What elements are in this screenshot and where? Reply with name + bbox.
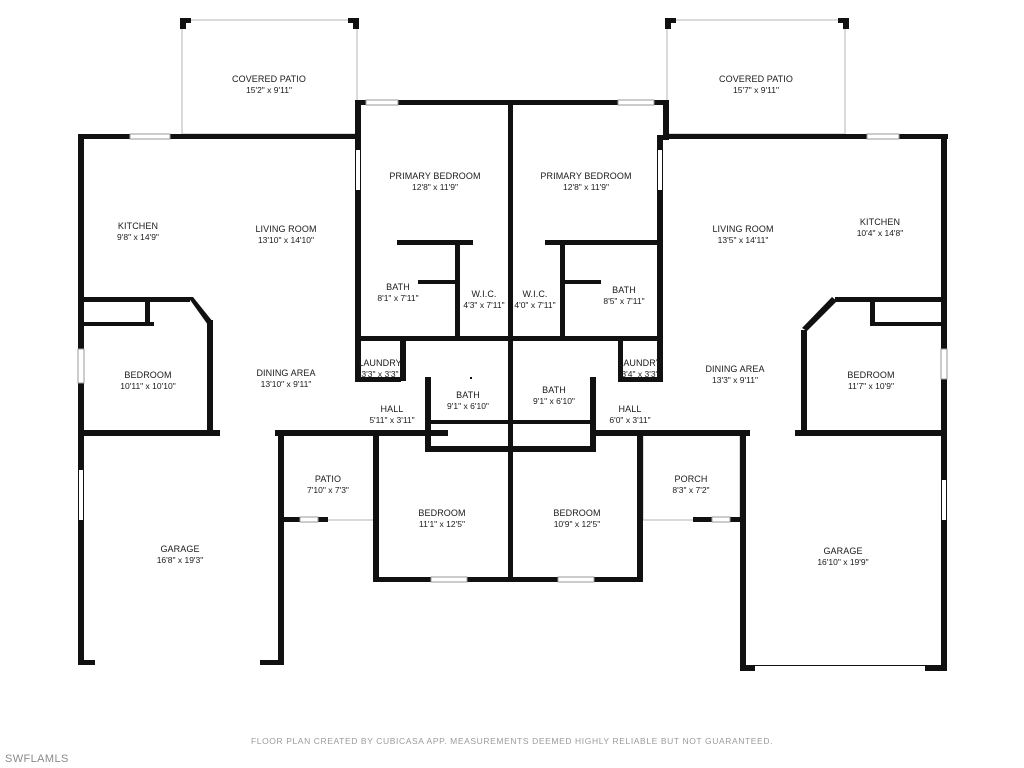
room-living-room-right: LIVING ROOM 13'5" x 14'11" — [712, 224, 773, 245]
svg-text:11'7" x 10'9": 11'7" x 10'9" — [848, 381, 894, 391]
svg-text:10'9" x 12'5": 10'9" x 12'5" — [554, 519, 601, 529]
svg-text:W.I.C.: W.I.C. — [471, 289, 496, 299]
room-bath-center-right: BATH 9'1" x 6'10" — [533, 385, 575, 406]
svg-text:PRIMARY BEDROOM: PRIMARY BEDROOM — [540, 171, 631, 181]
svg-text:15'2" x 9'11": 15'2" x 9'11" — [246, 85, 292, 95]
room-bath-center-left: BATH 9'1" x 6'10" — [447, 390, 489, 411]
svg-text:LAUNDRY: LAUNDRY — [618, 358, 662, 368]
svg-text:8'5" x 7'11": 8'5" x 7'11" — [603, 296, 644, 306]
windows — [77, 99, 948, 583]
svg-text:KITCHEN: KITCHEN — [860, 217, 900, 227]
svg-text:BATH: BATH — [542, 385, 566, 395]
room-hall-left: HALL 5'11" x 3'11" — [369, 404, 414, 425]
svg-text:6'0" x 3'11": 6'0" x 3'11" — [609, 415, 650, 425]
svg-text:LIVING ROOM: LIVING ROOM — [255, 224, 316, 234]
room-patio-small: PATIO 7'10" x 7'3" — [307, 474, 349, 495]
door-openings — [79, 150, 946, 671]
room-bath-left: BATH 8'1" x 7'11" — [377, 282, 418, 303]
svg-text:BATH: BATH — [386, 282, 410, 292]
svg-text:8'1" x 7'11": 8'1" x 7'11" — [377, 293, 418, 303]
room-wic-left: W.I.C. 4'3" x 7'11" — [463, 289, 504, 310]
svg-text:PRIMARY BEDROOM: PRIMARY BEDROOM — [389, 171, 480, 181]
room-bedroom-left: BEDROOM 10'11" x 10'10" — [120, 370, 175, 391]
svg-text:3'4" x 3'3": 3'4" x 3'3" — [621, 369, 658, 379]
room-living-room-left: LIVING ROOM 13'10" x 14'10" — [255, 224, 316, 245]
svg-text:9'8" x 14'9": 9'8" x 14'9" — [117, 232, 159, 242]
walls — [78, 100, 948, 671]
svg-text:11'1" x 12'5": 11'1" x 12'5" — [419, 519, 465, 529]
room-primary-bedroom-right: PRIMARY BEDROOM 12'8" x 11'9" — [540, 171, 631, 192]
room-garage-left: GARAGE 16'8" x 19'3" — [157, 544, 204, 565]
svg-text:LAUNDRY: LAUNDRY — [358, 358, 402, 368]
svg-text:3'3" x 3'3": 3'3" x 3'3" — [361, 369, 398, 379]
svg-text:BEDROOM: BEDROOM — [847, 370, 894, 380]
room-bedroom-front-right: BEDROOM 10'9" x 12'5" — [553, 508, 600, 529]
svg-text:9'1" x 6'10": 9'1" x 6'10" — [447, 401, 489, 411]
svg-text:BEDROOM: BEDROOM — [418, 508, 465, 518]
svg-text:W.I.C.: W.I.C. — [522, 289, 547, 299]
svg-text:16'8" x 19'3": 16'8" x 19'3" — [157, 555, 204, 565]
svg-text:16'10" x 19'9": 16'10" x 19'9" — [817, 557, 868, 567]
svg-text:PATIO: PATIO — [315, 474, 341, 484]
svg-text:BEDROOM: BEDROOM — [553, 508, 600, 518]
room-covered-patio-right: COVERED PATIO 15'7" x 9'11" — [719, 74, 793, 95]
room-kitchen-left: KITCHEN 9'8" x 14'9" — [117, 221, 159, 242]
room-porch: PORCH 8'3" x 7'2" — [672, 474, 709, 495]
svg-text:5'11" x 3'11": 5'11" x 3'11" — [369, 415, 414, 425]
svg-text:9'1" x 6'10": 9'1" x 6'10" — [533, 396, 575, 406]
svg-text:4'0" x 7'11": 4'0" x 7'11" — [514, 300, 555, 310]
room-hall-right: HALL 6'0" x 3'11" — [609, 404, 650, 425]
svg-text:BATH: BATH — [456, 390, 480, 400]
svg-text:13'5" x 14'11": 13'5" x 14'11" — [718, 235, 769, 245]
svg-text:KITCHEN: KITCHEN — [118, 221, 158, 231]
room-kitchen-right: KITCHEN 10'4" x 14'8" — [857, 217, 904, 238]
svg-text:13'3" x 9'11": 13'3" x 9'11" — [712, 375, 758, 385]
room-dining-right: DINING AREA 13'3" x 9'11" — [705, 364, 764, 385]
svg-text:HALL: HALL — [619, 404, 642, 414]
svg-text:GARAGE: GARAGE — [160, 544, 199, 554]
footer-note: FLOOR PLAN CREATED BY CUBICASA APP. MEAS… — [250, 736, 774, 746]
patio-posts — [180, 18, 849, 29]
svg-text:COVERED PATIO: COVERED PATIO — [719, 74, 793, 84]
svg-text:DINING AREA: DINING AREA — [705, 364, 764, 374]
room-bath-right: BATH 8'5" x 7'11" — [603, 285, 644, 306]
svg-text:15'7" x 9'11": 15'7" x 9'11" — [733, 85, 779, 95]
corner-walls — [188, 297, 837, 331]
room-laundry-right: LAUNDRY 3'4" x 3'3" — [618, 358, 662, 379]
room-primary-bedroom-left: PRIMARY BEDROOM 12'8" x 11'9" — [389, 171, 480, 192]
room-bedroom-front-left: BEDROOM 11'1" x 12'5" — [418, 508, 465, 529]
svg-text:13'10" x 14'10": 13'10" x 14'10" — [258, 235, 314, 245]
svg-text:COVERED PATIO: COVERED PATIO — [232, 74, 306, 84]
room-covered-patio-left: COVERED PATIO 15'2" x 9'11" — [232, 74, 306, 95]
svg-text:12'8" x 11'9": 12'8" x 11'9" — [563, 182, 609, 192]
svg-text:13'10" x 9'11": 13'10" x 9'11" — [261, 379, 312, 389]
room-labels: COVERED PATIO 15'2" x 9'11" COVERED PATI… — [117, 74, 903, 567]
svg-text:4'3" x 7'11": 4'3" x 7'11" — [463, 300, 504, 310]
svg-text:12'8" x 11'9": 12'8" x 11'9" — [412, 182, 458, 192]
room-garage-right: GARAGE 16'10" x 19'9" — [817, 546, 868, 567]
svg-text:PORCH: PORCH — [674, 474, 707, 484]
svg-text:DINING AREA: DINING AREA — [256, 368, 315, 378]
svg-text:LIVING ROOM: LIVING ROOM — [712, 224, 773, 234]
svg-text:8'3" x 7'2": 8'3" x 7'2" — [672, 485, 709, 495]
svg-text:10'11" x 10'10": 10'11" x 10'10" — [120, 381, 175, 391]
svg-text:BATH: BATH — [612, 285, 636, 295]
watermark: SWFLAMLS — [5, 753, 69, 765]
svg-text:7'10" x 7'3": 7'10" x 7'3" — [307, 485, 349, 495]
room-dining-left: DINING AREA 13'10" x 9'11" — [256, 368, 315, 389]
room-laundry-left: LAUNDRY 3'3" x 3'3" — [358, 358, 402, 379]
svg-text:10'4" x 14'8": 10'4" x 14'8" — [857, 228, 904, 238]
svg-text:GARAGE: GARAGE — [823, 546, 862, 556]
room-wic-right: W.I.C. 4'0" x 7'11" — [514, 289, 555, 310]
svg-text:HALL: HALL — [381, 404, 404, 414]
room-bedroom-right: BEDROOM 11'7" x 10'9" — [847, 370, 894, 391]
svg-text:BEDROOM: BEDROOM — [124, 370, 171, 380]
